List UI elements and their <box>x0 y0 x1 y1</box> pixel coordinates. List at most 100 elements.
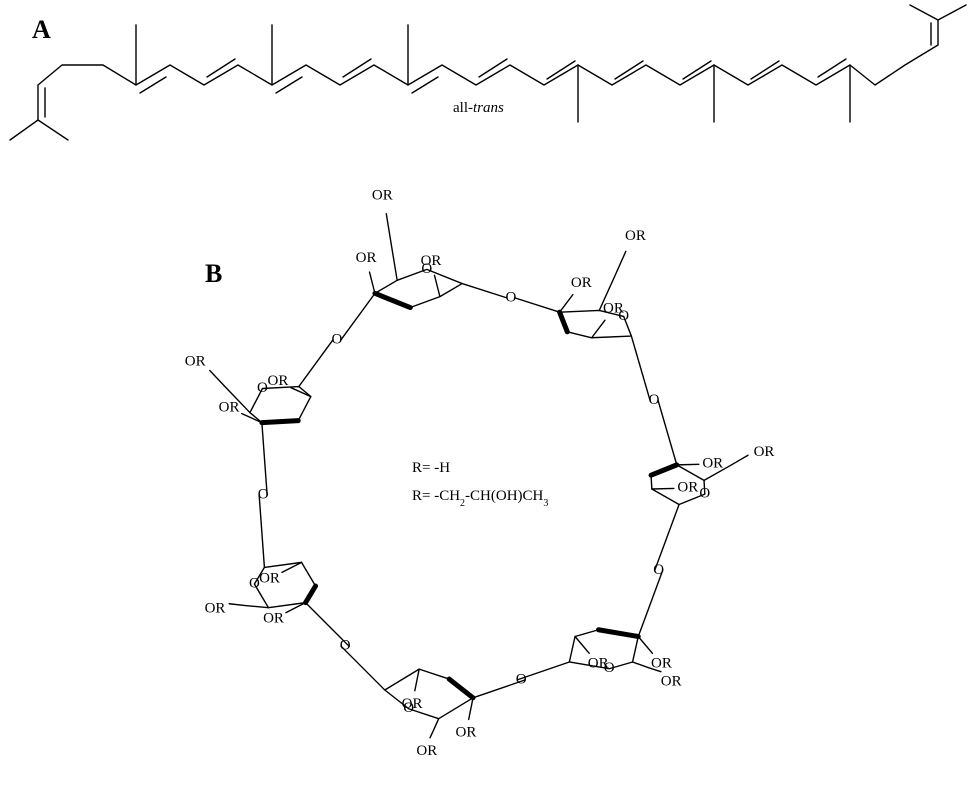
r-group-definition: R= -H R= -CH2-CH(OH)CH3 <box>412 460 548 509</box>
oh-bond <box>368 271 376 295</box>
glycosidic-oxygen: O <box>340 638 351 654</box>
double-bond-lines <box>44 22 932 118</box>
glycosidic-oxygen: O <box>649 392 660 408</box>
pyranose-ring <box>384 668 474 720</box>
glycosidic-bond <box>258 494 266 569</box>
glycosidic-bond <box>304 601 350 648</box>
ring-oxygen: O <box>604 660 615 676</box>
oh-bond <box>676 463 700 466</box>
ring-oxygen: O <box>421 261 432 277</box>
ring-oxygen: O <box>249 575 260 591</box>
primary-or-substituent: OR <box>416 743 437 759</box>
glycosidic-oxygen: O <box>258 486 269 502</box>
panel-a: A <box>9 4 967 141</box>
ring-front-bond <box>303 583 319 606</box>
or-substituent: OR <box>571 275 592 291</box>
ring-front-bond <box>557 309 570 335</box>
pyranose-ring <box>374 268 463 309</box>
oh-bond <box>414 668 420 692</box>
c6-bond <box>228 603 270 609</box>
glycosidic-bond <box>298 339 334 388</box>
panel-a-label: A <box>32 15 51 44</box>
glycosidic-oxygen: O <box>505 289 516 305</box>
all-trans-carotenoid-chain <box>9 4 967 141</box>
ring-oxygen: O <box>699 486 710 502</box>
glycosidic-oxygen: O <box>516 671 527 687</box>
or-substituent: OR <box>259 570 280 586</box>
glycosidic-bond <box>637 569 664 638</box>
r-definition-hydroxypropyl: R= -CH2-CH(OH)CH3 <box>412 488 548 509</box>
or-substituent: OR <box>402 696 423 712</box>
oh-bond <box>285 601 307 614</box>
ring-front-bond <box>446 676 476 701</box>
glycosidic-bond <box>261 421 268 496</box>
or-substituent: OR <box>603 300 624 316</box>
c6-bond <box>703 454 749 482</box>
oh-bond <box>637 635 654 655</box>
all-trans-caption: all-trans <box>453 100 504 116</box>
r-definition-hydrogen: R= -H <box>412 460 450 476</box>
oh-bond <box>651 487 675 490</box>
or-substituent: OR <box>421 253 442 269</box>
ring-front-bond <box>259 418 301 426</box>
or-substituent: OR <box>456 725 477 741</box>
or-substituent: OR <box>651 656 672 672</box>
c6-bond <box>385 212 398 282</box>
oh-bond <box>433 274 441 298</box>
c6-bond <box>209 369 251 414</box>
primary-or-substituent: OR <box>185 353 206 369</box>
primary-or-substituent: OR <box>661 673 682 689</box>
primary-or-substituent: OR <box>754 444 775 460</box>
ring-front-bond <box>372 290 413 311</box>
or-substituent: OR <box>702 455 723 471</box>
ring-oxygen: O <box>257 380 268 396</box>
glycosidic-bond <box>472 679 526 699</box>
or-substituent: OR <box>263 611 284 627</box>
terminal-methyl-left <box>37 119 69 141</box>
primary-or-substituent: OR <box>372 188 393 204</box>
primary-or-substituent: OR <box>625 228 646 244</box>
terminal-methyl-right <box>909 4 939 21</box>
oh-bond <box>574 635 590 655</box>
glycosidic-linkages: O O O O O O O <box>258 282 680 699</box>
oh-bond <box>241 412 263 424</box>
primary-or-substituent: OR <box>205 601 226 617</box>
ring-oxygen: O <box>403 700 414 716</box>
oh-bond <box>590 319 606 339</box>
or-substituent: OR <box>677 480 698 496</box>
oh-bond <box>281 561 303 574</box>
glycosidic-oxygen: O <box>653 562 664 578</box>
glycosidic-bond <box>653 503 680 572</box>
oh-bond <box>558 293 574 313</box>
ring-oxygen: O <box>618 308 629 324</box>
glycosidic-bond <box>657 399 678 466</box>
main-chain-bonds <box>9 4 967 141</box>
c6-bond <box>429 717 440 739</box>
or-substituent: OR <box>356 250 377 266</box>
c6-bond <box>631 661 662 673</box>
glycosidic-bond <box>516 661 571 681</box>
glycosidic-bond <box>630 335 651 402</box>
c6-bond <box>598 250 627 312</box>
ring-front-bond <box>595 627 641 640</box>
glycosidic-bond <box>340 645 386 691</box>
glycosidic-oxygen: O <box>331 331 342 347</box>
or-substituent: OR <box>268 373 289 389</box>
glycosidic-bond <box>461 282 508 299</box>
ring-front-bond <box>648 462 680 478</box>
or-substituent: OR <box>588 655 609 671</box>
oh-bond <box>290 386 312 398</box>
panel-b-label: B <box>205 259 222 288</box>
or-substituent: OR <box>219 399 240 415</box>
